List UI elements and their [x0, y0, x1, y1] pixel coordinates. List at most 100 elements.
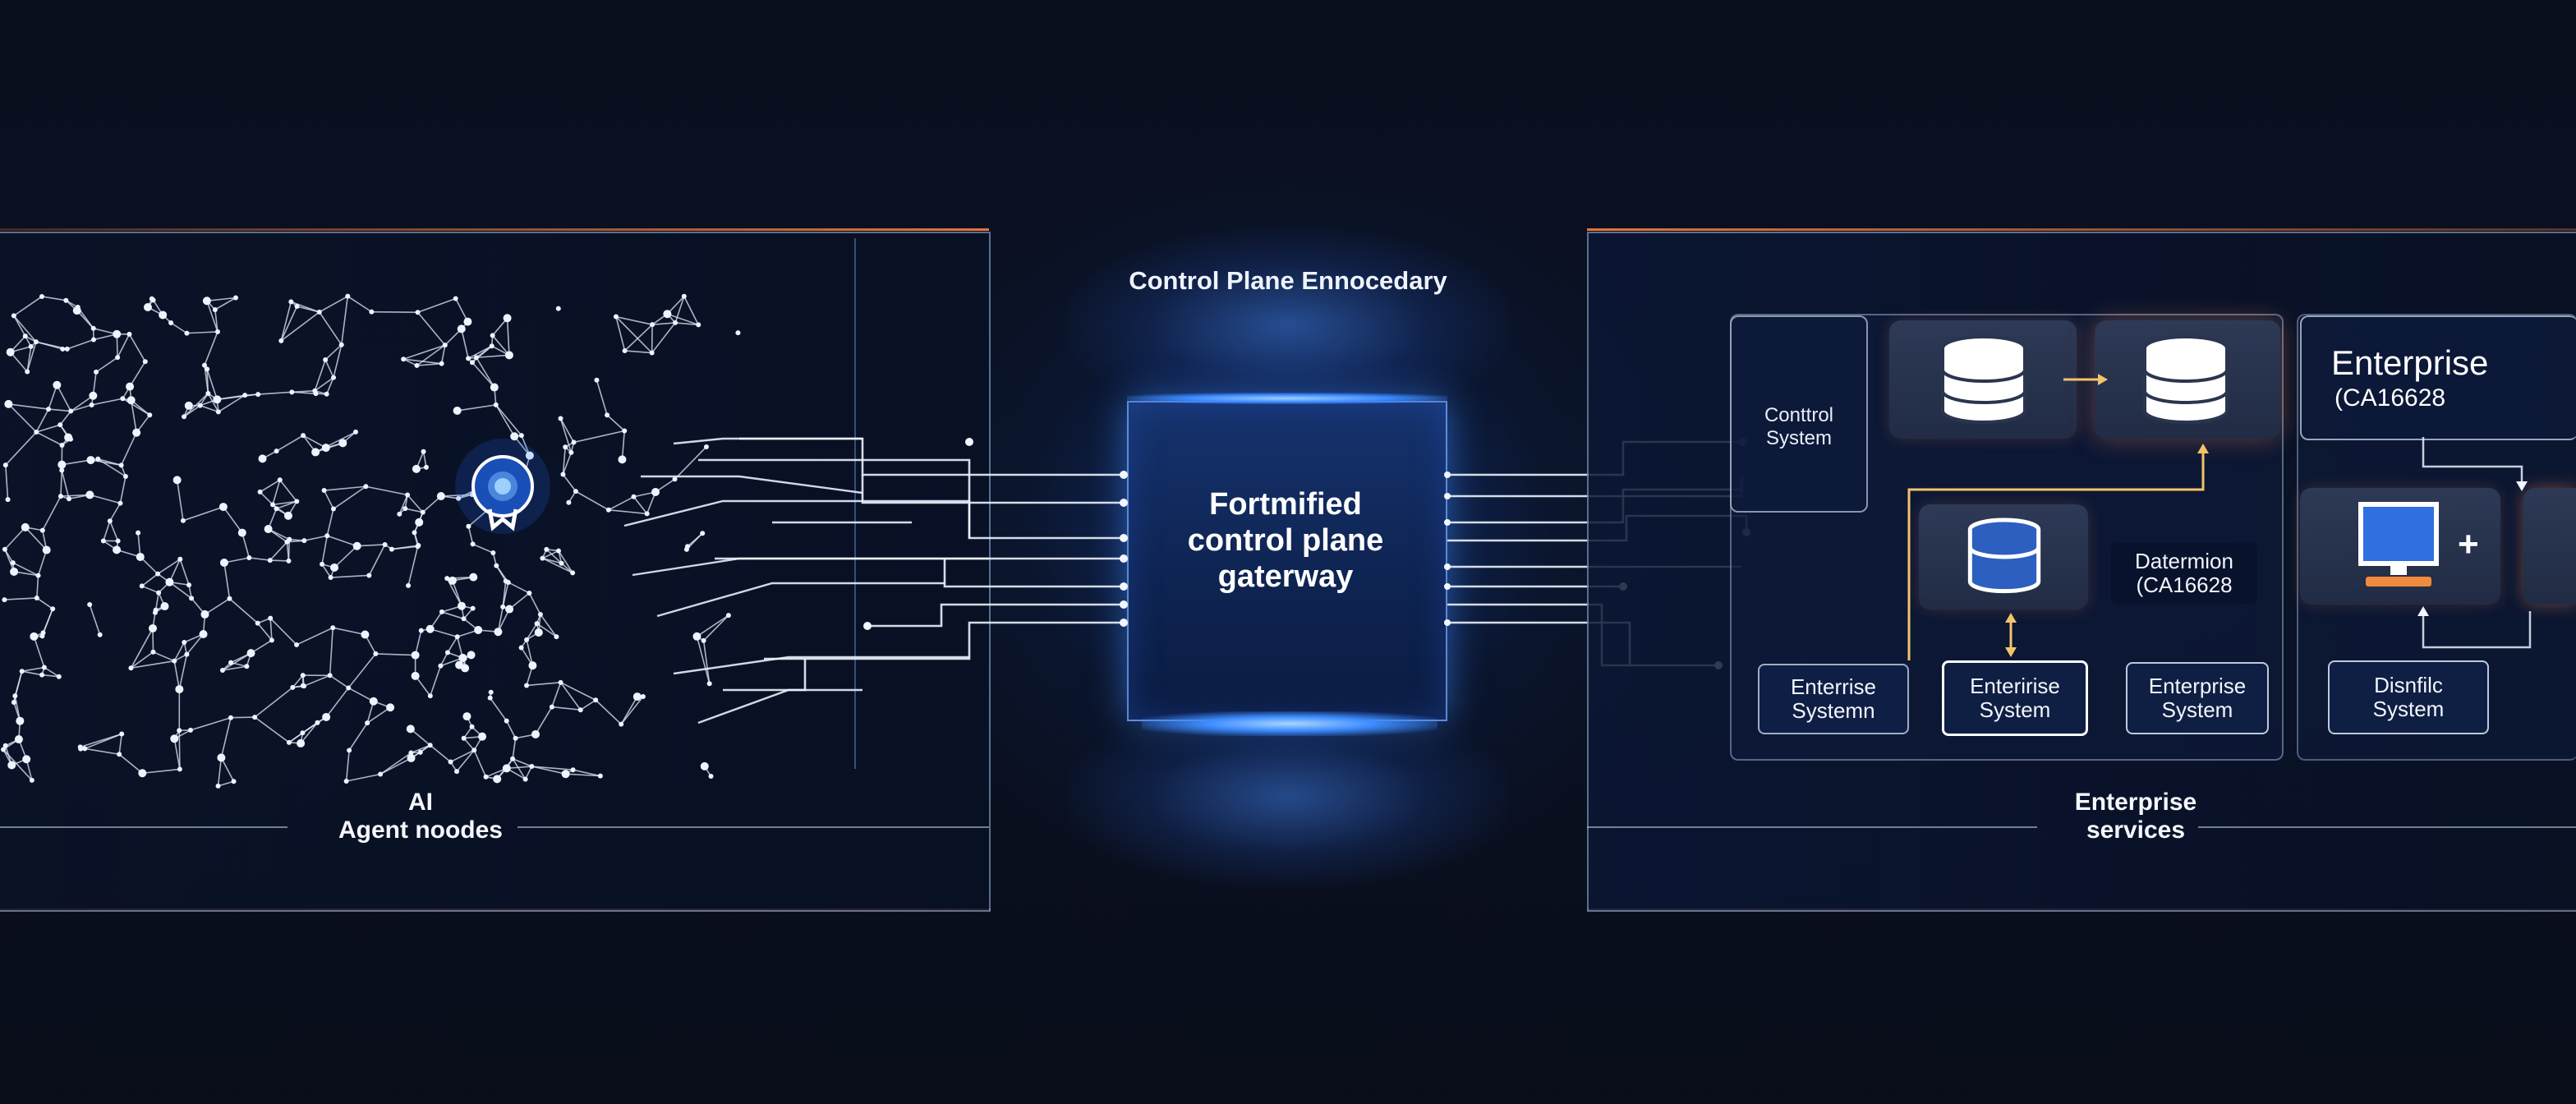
agent-node: [72, 306, 81, 315]
network-edge: [272, 480, 281, 505]
agent-node: [470, 605, 476, 611]
network-edge: [173, 738, 181, 770]
agent-node: [39, 527, 45, 533]
agent-node: [132, 428, 141, 437]
agent-node: [159, 310, 168, 320]
network-edge: [269, 618, 273, 641]
agent-node: [448, 759, 453, 765]
enterprise-system-box-3[interactable]: Enterprise System: [2126, 662, 2269, 734]
network-edge: [371, 310, 418, 314]
gateway-label-line3: gaterway: [1217, 559, 1354, 594]
network-edge: [300, 722, 319, 744]
network-edge: [454, 298, 469, 322]
network-edge: [430, 744, 452, 763]
gateway-top-glow: [1127, 393, 1447, 404]
agent-node: [2, 597, 7, 603]
enterprise-header-line1: Enterprise: [2331, 343, 2489, 382]
agent-node: [274, 448, 279, 454]
network-edge: [366, 485, 408, 496]
network-edge: [512, 758, 527, 780]
network-edge: [559, 418, 573, 453]
agent-node: [405, 492, 411, 498]
agent-node: [5, 497, 11, 503]
ai-agent-caption: AI Agent noodes: [288, 789, 554, 844]
agent-node: [570, 570, 576, 576]
diagram-title: Control Plane Ennocedary: [1129, 266, 1447, 295]
network-edge: [117, 334, 131, 358]
agent-node-network: [1, 293, 989, 789]
agent-node: [2, 546, 7, 552]
agent-node: [593, 697, 599, 703]
agent-node: [257, 489, 263, 494]
agent-node: [488, 689, 494, 695]
agent-node: [708, 774, 714, 780]
agent-node: [202, 297, 211, 306]
agent-node: [467, 651, 476, 660]
network-edge: [131, 660, 175, 669]
network-edge: [89, 604, 101, 635]
agent-node: [41, 665, 47, 670]
agent-node: [448, 576, 457, 585]
agent-node: [264, 525, 273, 534]
agent-node: [544, 546, 550, 552]
agent-node: [427, 693, 433, 699]
network-edge: [476, 354, 509, 359]
network-edge: [141, 573, 159, 587]
network-edge: [497, 609, 510, 632]
network-edge: [61, 470, 70, 499]
agent-node: [504, 718, 509, 724]
agent-node: [231, 779, 237, 784]
network-edge: [575, 490, 610, 511]
agent-node: [631, 494, 637, 499]
agent-node: [352, 541, 361, 550]
agent-node: [270, 502, 276, 508]
agent-node: [558, 679, 564, 685]
network-edge: [217, 394, 246, 401]
network-edge: [347, 687, 375, 702]
agent-node: [10, 567, 19, 576]
network-edge: [109, 503, 122, 522]
network-edge: [204, 331, 218, 366]
network-edge: [606, 414, 625, 432]
enterprise-system-box-2[interactable]: Enteririse System: [1942, 660, 2088, 736]
network-edge: [80, 733, 122, 748]
agent-node: [577, 707, 583, 713]
agent-node: [177, 556, 183, 562]
agent-node: [187, 727, 193, 733]
database-card-2[interactable]: [2095, 320, 2280, 439]
network-edge: [254, 716, 290, 743]
database-card-3[interactable]: [1919, 504, 2088, 610]
network-edge: [314, 377, 334, 392]
enterprise-header-box[interactable]: Enterprise (CA16628: [2300, 315, 2576, 440]
agent-node: [21, 522, 30, 531]
control-system-box[interactable]: Conttrol System: [1730, 315, 1868, 513]
agent-node: [493, 775, 502, 784]
agent-node: [107, 518, 113, 524]
network-edge: [620, 696, 644, 725]
agent-node: [420, 509, 426, 515]
enterprise-services-caption: Enterprise services: [2037, 789, 2234, 844]
database-card-1[interactable]: [1889, 320, 2077, 439]
network-edge: [325, 377, 334, 395]
network-edge: [222, 665, 247, 671]
agent-node: [136, 530, 141, 536]
agent-node: [455, 660, 464, 669]
monitor-card[interactable]: +: [2300, 488, 2500, 605]
agent-node: [478, 732, 487, 741]
agent-node: [330, 506, 336, 512]
network-edge: [321, 564, 332, 578]
network-edge: [329, 674, 349, 689]
agent-node: [143, 303, 152, 312]
agent-node: [494, 563, 499, 568]
agent-node: [725, 613, 731, 619]
agent-node: [406, 582, 412, 588]
agent-node: [529, 764, 535, 770]
network-edge: [168, 582, 192, 600]
enterprise-system-box-1[interactable]: Enterrise Systemn: [1758, 664, 1909, 734]
network-edge: [440, 345, 446, 364]
agent-node: [205, 390, 211, 396]
network-edge: [696, 636, 711, 684]
agent-node: [701, 637, 706, 643]
enterprise-system-box-4[interactable]: Disnfilc System: [2328, 660, 2489, 734]
agent-node: [172, 476, 182, 485]
